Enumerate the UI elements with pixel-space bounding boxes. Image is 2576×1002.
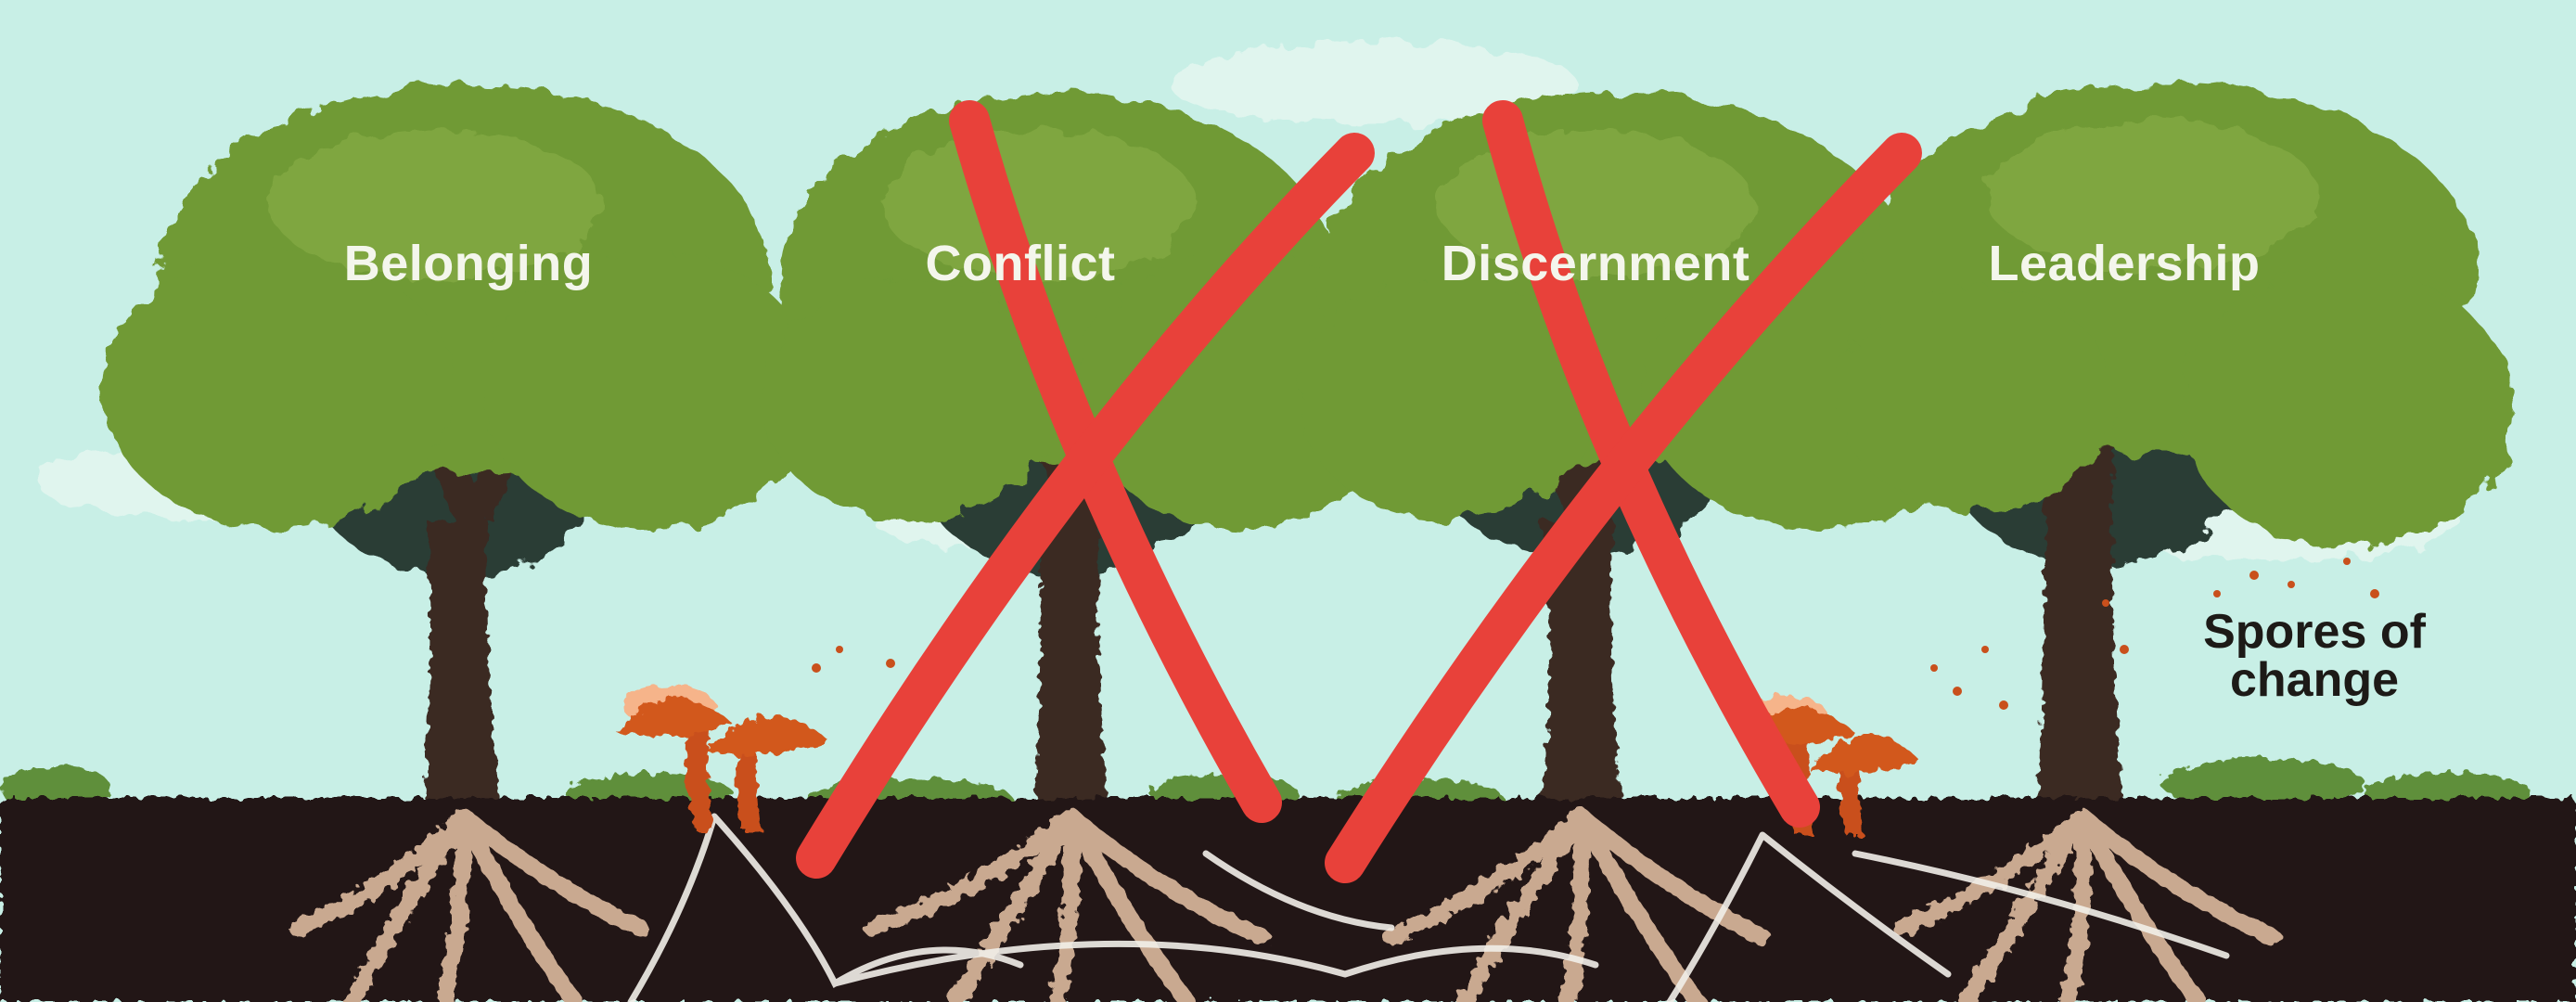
spores-caption-line1: Spores of: [2203, 608, 2426, 656]
tree-label-belonging: Belonging: [344, 235, 593, 292]
tree-label-leadership: Leadership: [1988, 235, 2260, 292]
tree-label-conflict: Conflict: [926, 235, 1116, 292]
tree-label-discernment: Discernment: [1442, 235, 1750, 292]
spores-caption: Spores of change: [2203, 608, 2426, 704]
spores-caption-line2: change: [2203, 656, 2426, 704]
